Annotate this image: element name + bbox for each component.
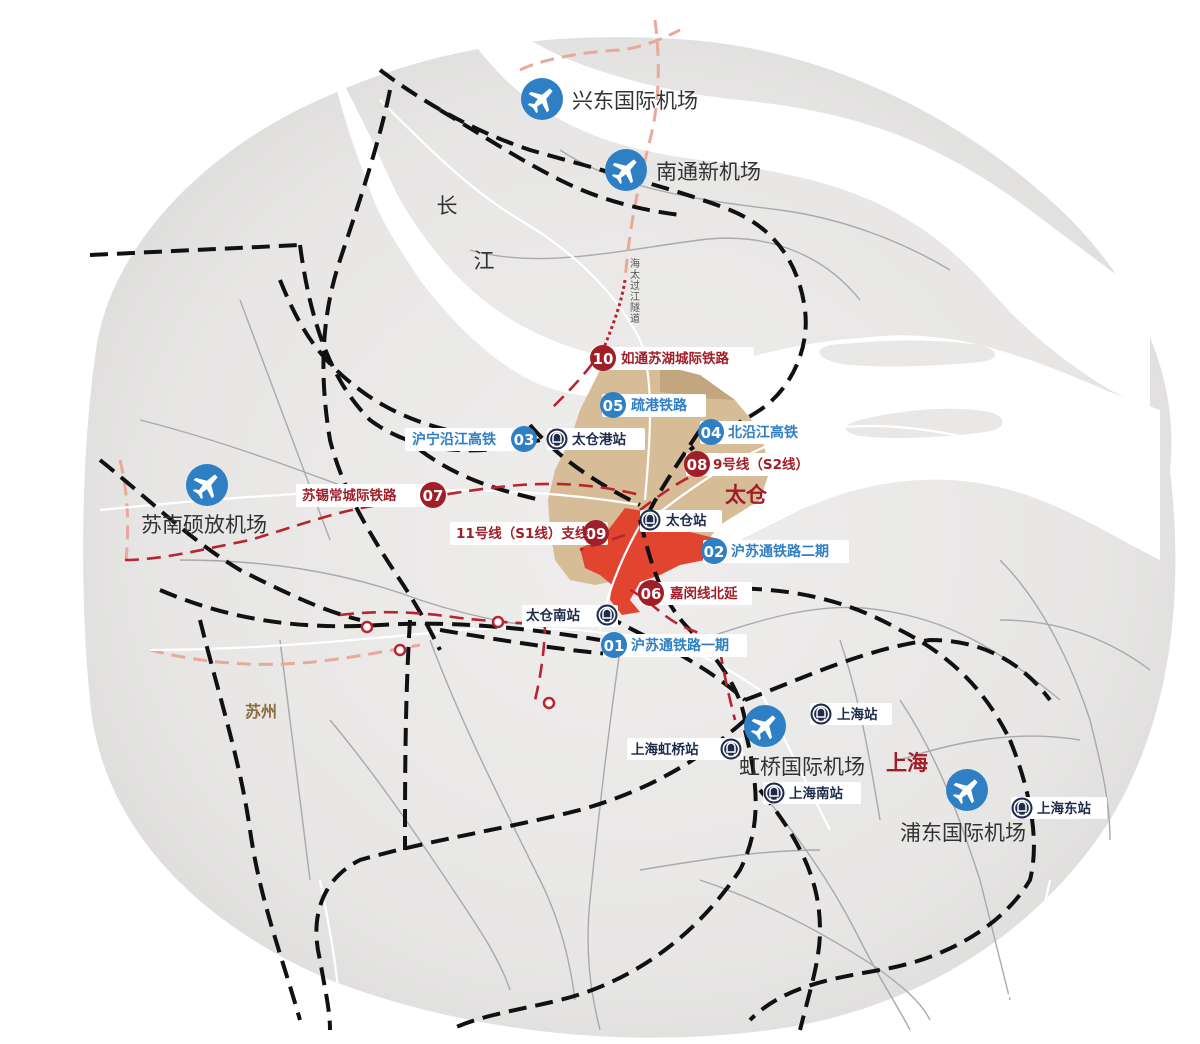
line-name: 沪苏通铁路一期 — [631, 637, 729, 654]
airport-nantong[interactable]: 南通新机场 — [605, 149, 761, 191]
line-number: 02 — [704, 543, 725, 561]
line-number: 08 — [687, 456, 708, 474]
airport-label: 浦东国际机场 — [900, 821, 1026, 845]
train-station-icon — [1010, 796, 1034, 820]
airport-hongqiao[interactable]: 虹桥国际机场 — [739, 705, 865, 779]
line-number: 03 — [514, 431, 535, 449]
station-taicang-south[interactable]: 太仓南站 — [522, 603, 619, 628]
airport-label: 虹桥国际机场 — [739, 755, 865, 779]
line-badge-07[interactable]: 07 苏锡常城际铁路 — [296, 482, 446, 508]
line-name: 苏锡常城际铁路 — [302, 487, 397, 504]
line-badge-10[interactable]: 10 如通苏湖城际铁路 — [590, 345, 754, 371]
station-shanghai-south[interactable]: 上海南站 — [762, 781, 861, 805]
line-badge-02[interactable]: 02 沪苏通铁路二期 — [701, 538, 849, 564]
line-number: 09 — [586, 525, 607, 543]
station-label: 上海南站 — [789, 785, 843, 802]
line-badge-01[interactable]: 01 沪苏通铁路一期 — [601, 632, 747, 658]
line-name: 疏港铁路 — [631, 397, 688, 414]
station-label: 上海东站 — [1037, 800, 1091, 817]
station-label: 上海站 — [837, 706, 878, 723]
airport-pudong[interactable]: 浦东国际机场 — [900, 769, 1026, 845]
line-number: 04 — [701, 424, 722, 442]
train-station-icon — [638, 508, 662, 532]
river-label-jiang: 江 — [474, 249, 495, 273]
pink-lines — [118, 19, 681, 666]
tunnel-label: 海太过江隧道 — [628, 257, 640, 324]
rail-lines — [89, 68, 1052, 1032]
line-name: 沪苏通铁路二期 — [731, 543, 829, 560]
line-name: 如通苏湖城际铁路 — [621, 350, 729, 367]
river-label-chang: 长 — [437, 194, 458, 218]
station-hongqiao[interactable]: 上海虹桥站 — [627, 737, 743, 761]
airport-sunan[interactable]: 苏南硕放机场 — [141, 464, 267, 537]
line-badge-08[interactable]: 08 9号线（S2线） — [684, 451, 809, 477]
line-number: 01 — [604, 637, 625, 655]
line-name: 11号线（S1线）支线 — [456, 525, 589, 542]
station-shanghai[interactable]: 上海站 — [809, 702, 892, 726]
planned-stops — [360, 615, 556, 710]
city-label-shanghai: 上海 — [886, 751, 928, 775]
station-taicang-port[interactable]: 太仓港站 — [545, 427, 646, 451]
line-badge-06[interactable]: 06 嘉闵线北延 — [638, 580, 752, 606]
line-name: 沪宁沿江高铁 — [412, 431, 496, 448]
station-taicang[interactable]: 太仓站 — [638, 508, 723, 533]
station-shanghai-east[interactable]: 上海东站 — [1010, 796, 1107, 820]
city-label-taicang: 太仓 — [725, 483, 768, 507]
train-station-icon — [762, 781, 786, 805]
city-label-suzhou: 苏州 — [245, 702, 277, 721]
train-station-icon — [809, 702, 833, 726]
airport-label: 南通新机场 — [656, 160, 761, 184]
line-number: 06 — [641, 585, 662, 603]
line-name: 北沿江高铁 — [728, 424, 798, 441]
line-name: 9号线（S2线） — [713, 456, 809, 473]
airport-xingdong[interactable]: 兴东国际机场 — [521, 78, 698, 120]
line-badge-03[interactable]: 03 沪宁沿江高铁 — [405, 426, 537, 452]
line-number: 07 — [423, 487, 444, 505]
line-number: 05 — [603, 397, 624, 415]
station-label: 太仓南站 — [526, 607, 580, 624]
train-station-icon — [545, 427, 569, 451]
train-station-icon — [595, 603, 619, 627]
station-label: 太仓站 — [666, 512, 707, 529]
roads — [139, 149, 1151, 1031]
station-label: 上海虹桥站 — [631, 741, 699, 758]
airport-label: 苏南硕放机场 — [141, 513, 267, 537]
line-number: 10 — [593, 350, 614, 368]
line-name: 嘉闵线北延 — [669, 585, 738, 602]
line-badge-04[interactable]: 04 北沿江高铁 — [698, 419, 814, 445]
line-badge-05[interactable]: 05 疏港铁路 — [600, 392, 706, 418]
line-badge-09[interactable]: 09 11号线（S1线）支线 — [450, 520, 609, 546]
train-station-icon — [719, 737, 743, 761]
airport-label: 兴东国际机场 — [572, 89, 698, 113]
station-label: 太仓港站 — [572, 431, 626, 448]
